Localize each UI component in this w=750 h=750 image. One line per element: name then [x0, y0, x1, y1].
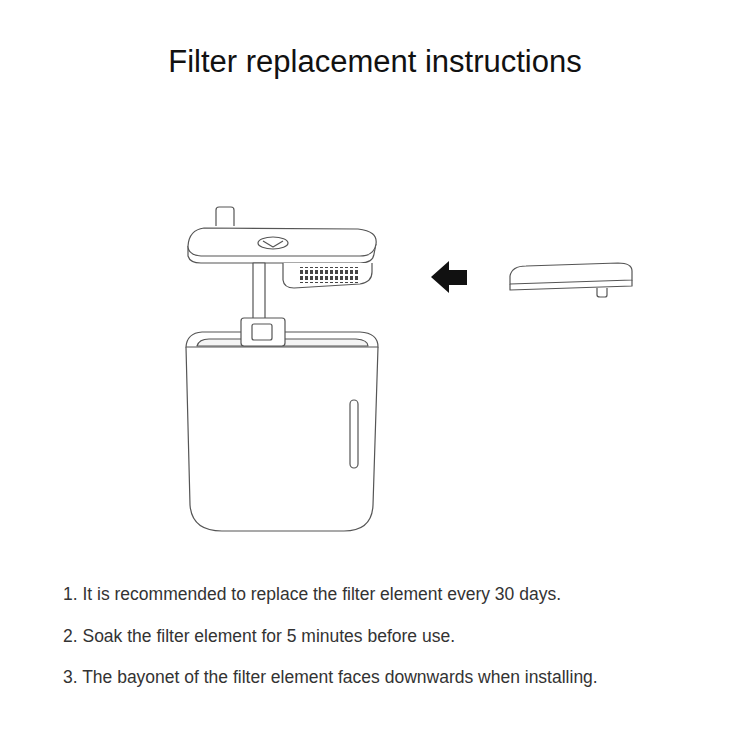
filter-bayonet: [597, 288, 607, 297]
filter-grille: [300, 267, 358, 283]
lid-hole: [258, 237, 288, 249]
instruction-note: 2. Soak the filter element for 5 minutes…: [63, 626, 733, 647]
level-window: [350, 400, 358, 468]
filter-slot: [283, 263, 372, 288]
pump: [241, 318, 285, 346]
lid-tab: [216, 207, 234, 226]
insert-arrow: [431, 261, 467, 293]
instruction-note: 3. The bayonet of the filter element fac…: [63, 667, 733, 688]
instruction-note: 1. It is recommended to replace the filt…: [63, 584, 733, 605]
pump-stem: [253, 263, 265, 320]
filter-element: [510, 263, 632, 284]
lid-hole-cone: [263, 241, 283, 247]
lid-top: [188, 228, 376, 256]
diagram-title: Filter replacement instructions: [0, 44, 750, 80]
base-body: [186, 347, 378, 531]
pump-face: [252, 324, 272, 340]
